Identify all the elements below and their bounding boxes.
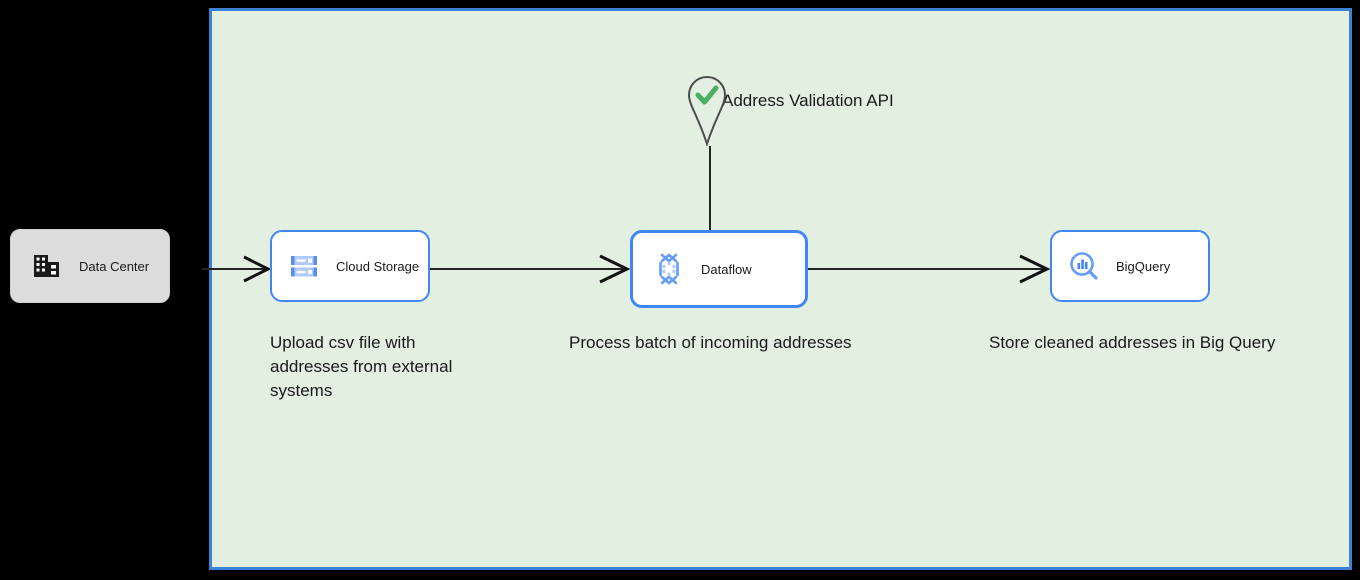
node-label-data-center: Data Center — [79, 258, 150, 274]
dataflow-icon — [653, 252, 685, 286]
node-label-dataflow: Dataflow — [701, 261, 752, 277]
edge-cloudstorage-to-dataflow[interactable] — [428, 250, 636, 290]
edge-dataflow-to-bigquery[interactable] — [806, 250, 1056, 290]
node-data-center[interactable]: Data Center — [10, 229, 170, 303]
cloud-storage-icon — [288, 250, 320, 282]
node-dataflow[interactable]: Dataflow — [630, 230, 808, 308]
node-address-validation-api[interactable]: Address Validation API — [686, 74, 902, 148]
bigquery-icon — [1068, 250, 1100, 282]
location-pin-check-icon — [686, 74, 728, 151]
node-cloud-storage[interactable]: Cloud Storage — [270, 230, 430, 302]
caption-process: Process batch of incoming addresses — [569, 333, 852, 352]
node-label-address-validation-api: Address Validation API — [722, 91, 894, 110]
edge-addressapi-to-dataflow[interactable] — [704, 146, 718, 234]
caption-upload: Upload csv file with addresses from exte… — [270, 333, 453, 400]
caption-store: Store cleaned addresses in Big Query — [989, 333, 1276, 352]
edge-datacenter-to-cloudstorage[interactable] — [200, 250, 280, 290]
node-bigquery[interactable]: BigQuery — [1050, 230, 1210, 302]
node-label-cloud-storage: Cloud Storage — [336, 258, 420, 274]
node-label-bigquery: BigQuery — [1116, 258, 1171, 274]
building-icon — [31, 251, 61, 281]
